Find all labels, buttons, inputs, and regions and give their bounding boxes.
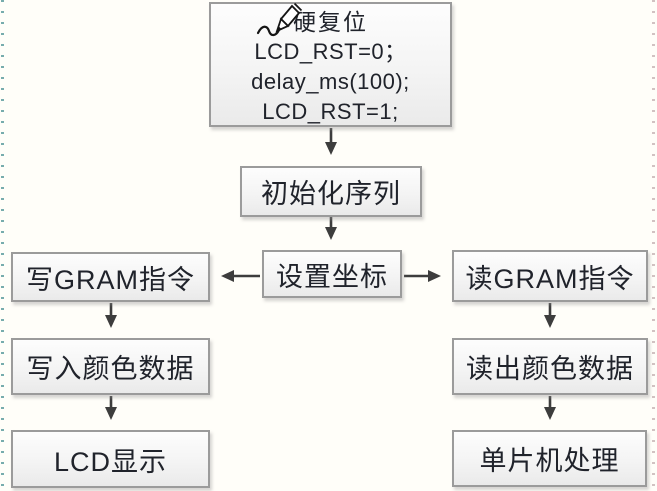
node-write-gram-cmd: 写GRAM指令 [11,252,210,302]
node-read-gram-cmd-label: 读GRAM指令 [465,263,635,294]
node-set-coordinates: 设置坐标 [262,250,402,298]
node-lcd-display-label: LCD显示 [53,446,167,477]
node-write-color-data: 写入颜色数据 [11,338,210,395]
left-dotted-guide [1,0,4,491]
node-init-sequence-label: 初始化序列 [261,179,401,209]
code-line-2: delay_ms(100); [251,69,410,94]
node-read-gram-cmd: 读GRAM指令 [452,250,648,302]
node-hard-reset: 硬复位 LCD_RST=0； delay_ms(100); LCD_RST=1; [209,2,452,127]
node-lcd-display: LCD显示 [11,430,210,488]
node-set-coordinates-label: 设置坐标 [276,261,388,292]
hard-reset-title-row: 硬复位 [211,2,450,37]
node-init-sequence: 初始化序列 [240,166,422,217]
node-read-color-data: 读出颜色数据 [452,338,648,395]
node-mcu-processing-label: 单片机处理 [479,446,620,476]
right-dotted-guide [652,0,655,491]
node-write-gram-cmd-label: 写GRAM指令 [26,264,195,295]
node-write-color-data-label: 写入颜色数据 [26,354,195,384]
node-mcu-processing: 单片机处理 [452,430,647,487]
code-line-1: LCD_RST=0； [254,39,407,64]
hard-reset-title: 硬复位 [293,9,368,35]
pencil-cursor-icon [255,0,303,42]
node-read-color-data-label: 读出颜色数据 [466,354,634,384]
code-line-3: LCD_RST=1; [262,99,399,124]
